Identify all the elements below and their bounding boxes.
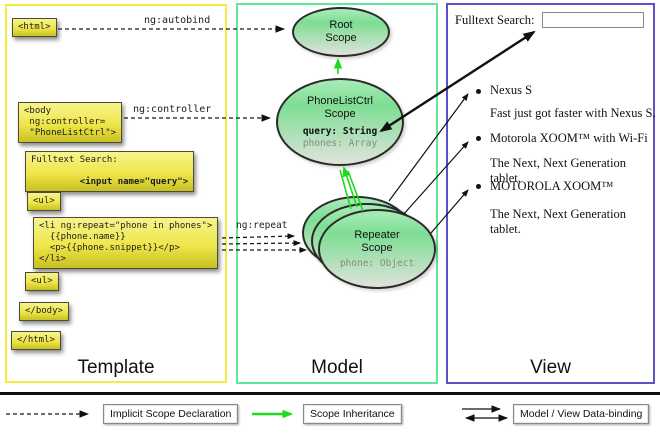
legend-implicit-scope-declaration: Implicit Scope Declaration	[103, 404, 239, 424]
code-box-body-open: <body ng:controller= "PhoneListCtrl">	[18, 102, 123, 143]
list-item-title: MOTOROLA XOOM™	[490, 179, 614, 193]
code-box-html-open: <html>	[12, 18, 57, 37]
ctrl-scope-title-line2: Scope	[324, 107, 356, 120]
fulltext-search-label: Fulltext Search:	[455, 13, 535, 27]
model-section-label: Model	[311, 357, 363, 378]
template-section-frame	[5, 4, 227, 383]
code-fulltext-input: <input name="query">	[68, 177, 189, 187]
list-item-desc: Fast just got faster with Nexus S.	[490, 106, 656, 120]
view-section-label: View	[530, 357, 571, 378]
fulltext-search-input[interactable]	[542, 12, 644, 28]
code-box-li-repeat: <li ng:repeat="phone in phones"> {{phone…	[33, 217, 219, 269]
code-box-fulltext: Fulltext Search: <input name="query">	[25, 151, 195, 192]
ctrl-scope-prop-query: query: String	[302, 125, 378, 137]
legend-scope-inheritance: Scope Inheritance	[303, 404, 402, 424]
root-scope-title-line2: Scope	[325, 32, 357, 44]
bullet-icon	[476, 136, 481, 141]
list-item-title: Motorola XOOM™ with Wi-Fi	[490, 131, 648, 145]
legend-model-view-data-binding: Model / View Data-binding	[513, 404, 650, 424]
root-scope-title-line1: Root	[329, 19, 353, 31]
bullet-icon	[476, 184, 481, 189]
ctrl-scope-title-line1: PhoneListCtrl	[306, 94, 374, 107]
phonelistctrl-scope-ellipse: PhoneListCtrl Scope query: String phones…	[276, 78, 404, 166]
code-box-html-close: </html>	[11, 331, 61, 350]
root-scope-ellipse: Root Scope	[292, 7, 390, 57]
repeater-scope-prop-phone: phone: Object	[339, 257, 415, 269]
bullet-icon	[476, 89, 481, 94]
repeater-scope-ellipse: Repeater Scope phone: Object	[318, 209, 436, 289]
code-box-body-close: </body>	[19, 302, 69, 321]
list-item-title: Nexus S	[490, 83, 533, 97]
template-section-label: Template	[77, 357, 155, 378]
list-item-desc: The Next, Next Generation tablet.	[490, 207, 627, 236]
ng-repeat-label: ng:repeat	[236, 220, 288, 231]
code-box-ul-open: <ul>	[27, 192, 61, 211]
model-section-frame	[236, 3, 438, 384]
code-box-ul-close: <ul>	[25, 272, 59, 291]
legend-separator-line	[0, 392, 660, 395]
repeater-scope-title-line1: Repeater	[354, 228, 400, 241]
ng-autobind-label: ng:autobind	[144, 15, 211, 26]
code-fulltext-label: Fulltext Search:	[31, 155, 118, 165]
list-item-desc: The Next, Next Generation tablet.	[490, 156, 627, 185]
ctrl-scope-prop-phones: phones: Array	[302, 137, 378, 149]
ng-controller-label: ng:controller	[133, 104, 212, 115]
repeater-scope-title-line2: Scope	[361, 241, 393, 254]
